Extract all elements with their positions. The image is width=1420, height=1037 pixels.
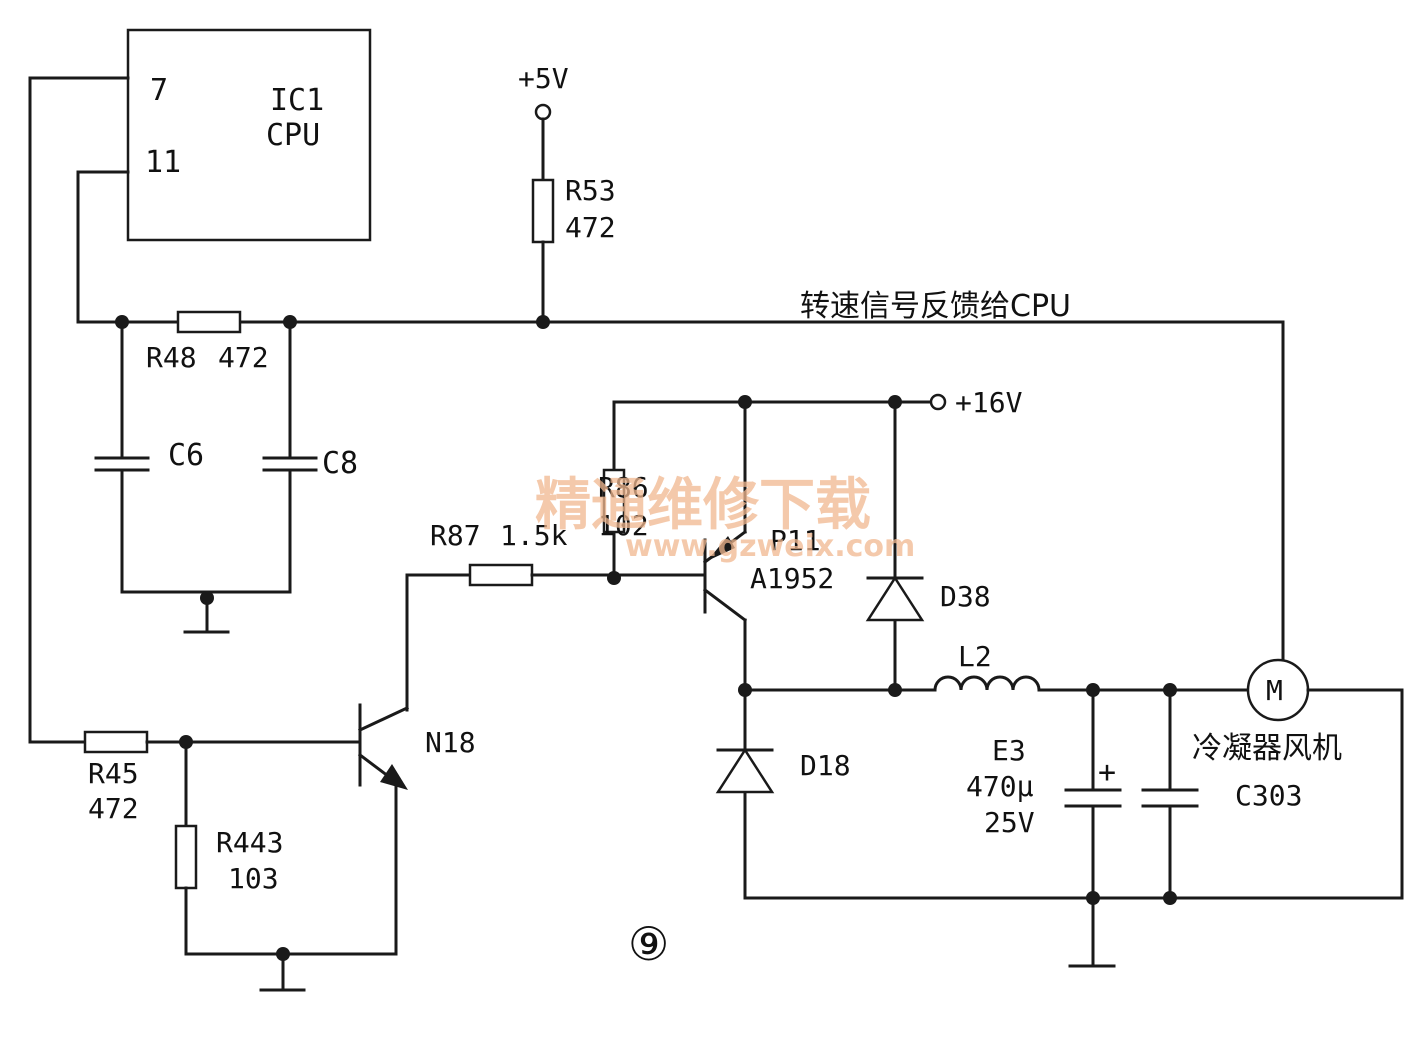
r53-ref-label: R53 xyxy=(565,174,616,207)
terminal-16v xyxy=(929,393,947,411)
r45-value-label: 472 xyxy=(88,792,139,825)
supply-5v-label: +5V xyxy=(518,62,569,95)
junction-dot xyxy=(607,571,621,585)
motor-name-label: 冷凝器风机 xyxy=(1192,731,1342,766)
ic1-type-label: CPU xyxy=(266,118,320,153)
c303-ref-label: C303 xyxy=(1235,779,1302,812)
e3-voltage-label: 25V xyxy=(984,806,1035,839)
c8-ref-label: C8 xyxy=(322,446,358,481)
r443-ref-label: R443 xyxy=(216,826,283,859)
r48-resistor xyxy=(176,310,242,334)
n18-emitter-arrow xyxy=(380,764,408,790)
r53-resistor xyxy=(531,178,555,244)
r86-ref-label: R86 xyxy=(598,471,649,504)
r87-ref-label: R87 xyxy=(430,519,481,552)
p11-value-label: A1952 xyxy=(750,562,834,595)
watermark-title: 精通维修下载 xyxy=(535,472,871,538)
r87-resistor xyxy=(468,563,534,587)
ic1-cpu-block xyxy=(126,28,372,242)
p11-ref-label: P11 xyxy=(770,524,821,557)
d18-ref-label: D18 xyxy=(800,749,851,782)
junction-dot xyxy=(888,683,902,697)
l2-inductor xyxy=(933,675,1041,692)
wire-n18-collector-to-r87 xyxy=(405,573,472,712)
motor-m-label: M xyxy=(1266,674,1283,707)
e3-ref-label: E3 xyxy=(992,734,1026,767)
terminal-5v xyxy=(534,103,552,121)
r443-value-label: 103 xyxy=(228,862,279,895)
e3-value-label: 470μ xyxy=(966,770,1034,803)
n18-ref-label: N18 xyxy=(425,726,476,759)
d38-ref-label: D38 xyxy=(940,580,991,613)
junction-dot xyxy=(1163,891,1177,905)
figure-number: ⑨ xyxy=(628,917,669,971)
feedback-label: 转速信号反馈给CPU xyxy=(800,289,1071,324)
r45-ref-label: R45 xyxy=(88,757,139,790)
c6-ref-label: C6 xyxy=(168,438,204,473)
r86-value-label: 102 xyxy=(598,509,649,542)
wire-c6-bottom xyxy=(120,468,292,594)
wire-r443-gnd xyxy=(184,780,398,956)
ic1-name-label: IC1 xyxy=(270,83,324,118)
r443-resistor xyxy=(174,824,198,890)
r87-value-label: 1.5k xyxy=(500,519,568,552)
d38-diode-body xyxy=(865,575,925,622)
supply-16v-label: +16V xyxy=(955,386,1023,419)
r45-resistor xyxy=(83,730,149,754)
r53-value-label: 472 xyxy=(565,211,616,244)
p11-emitter-arrow xyxy=(707,536,735,561)
l2-ref-label: L2 xyxy=(958,640,992,673)
r48-value-label: 472 xyxy=(218,341,269,374)
ic1-pin7-label: 7 xyxy=(150,73,168,108)
e3-polarity-plus: + xyxy=(1098,755,1116,790)
r48-ref-label: R48 xyxy=(146,341,197,374)
wire-pin7-to-r45 xyxy=(28,76,130,744)
p11-collector-lead xyxy=(702,587,748,623)
n18-collector-lead xyxy=(358,706,409,732)
d18-diode-body xyxy=(715,747,775,794)
watermark-url: www.gzweix.com xyxy=(625,529,915,564)
r86-resistor xyxy=(602,468,626,534)
wire-motor-return xyxy=(743,688,1404,900)
ic1-pin11-label: 11 xyxy=(145,145,181,180)
